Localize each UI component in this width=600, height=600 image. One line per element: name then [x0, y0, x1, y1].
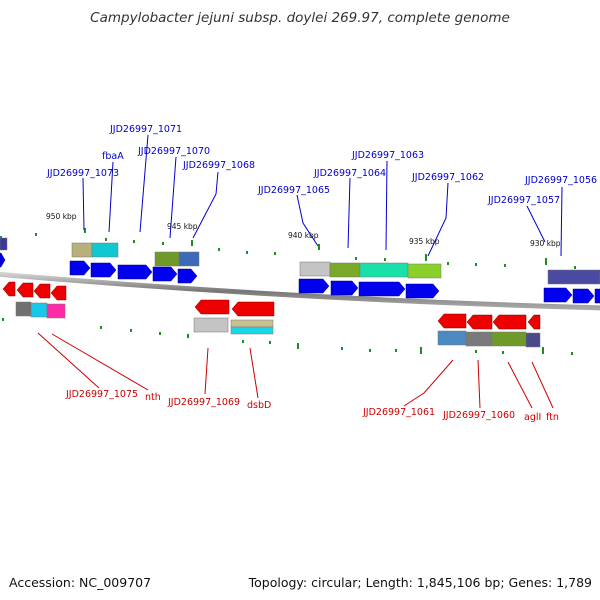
- gene-label[interactable]: JJD26997_1063: [351, 150, 424, 161]
- gene-label[interactable]: nth: [145, 392, 161, 403]
- gene-label[interactable]: JJD26997_1056: [524, 175, 597, 186]
- tick-label: 930 kbp: [530, 239, 561, 248]
- gene-label[interactable]: JJD26997_1064: [313, 168, 386, 179]
- gene-label[interactable]: ftn: [546, 412, 559, 423]
- gene-label[interactable]: JJD26997_1070: [137, 146, 210, 157]
- genome-backbone: [0, 271, 600, 311]
- top-feature-boxes: [0, 237, 600, 285]
- top-gene-labels: JJD26997_1073 fbaA JJD26997_1071 JJD2699…: [46, 124, 597, 206]
- gene-label[interactable]: JJD26997_1075: [65, 389, 138, 400]
- gene-label[interactable]: JJD26997_1060: [442, 410, 515, 421]
- gene-label[interactable]: dsbD: [247, 400, 271, 411]
- map-title: Campylobacter jejuni subsp. doylei 269.9…: [90, 10, 510, 26]
- tick-label: 950 kbp: [46, 212, 77, 221]
- gene-label[interactable]: JJD26997_1069: [167, 397, 240, 408]
- gene-label[interactable]: JJD26997_1061: [362, 407, 435, 418]
- tick-label: 935 kbp: [409, 237, 440, 246]
- gene-label[interactable]: JJD26997_1073: [46, 168, 119, 179]
- reverse-cds-arrows: [2, 281, 541, 330]
- gene-label[interactable]: JJD26997_1062: [411, 172, 484, 183]
- gene-label[interactable]: aglI: [524, 412, 541, 423]
- tick-label: 940 kbp: [288, 231, 319, 240]
- tick-marks: [0, 228, 576, 355]
- gene-label[interactable]: JJD26997_1065: [257, 185, 330, 196]
- gene-label[interactable]: JJD26997_1068: [182, 160, 255, 171]
- bottom-leader-lines: [37, 332, 554, 409]
- gene-label[interactable]: fbaA: [102, 151, 124, 162]
- bottom-gene-labels: JJD26997_1075 nth JJD26997_1069 dsbD JJD…: [65, 389, 559, 423]
- accession-text: Accession: NC_009707: [9, 575, 152, 590]
- gene-label[interactable]: JJD26997_1071: [109, 124, 182, 135]
- forward-cds-arrows: [0, 252, 600, 304]
- gene-label[interactable]: JJD26997_1057: [487, 195, 560, 206]
- bottom-feature-boxes: [15, 301, 541, 348]
- top-leader-lines: [82, 134, 563, 257]
- tick-label: 945 kbp: [167, 222, 198, 231]
- topology-text: Topology: circular; Length: 1,845,106 bp…: [248, 575, 592, 590]
